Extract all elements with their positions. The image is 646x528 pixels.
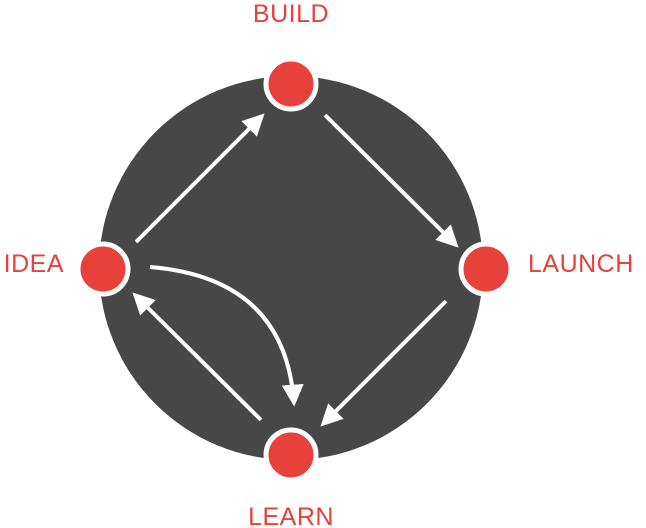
labels-layer: BUILD LAUNCH LEARN IDEA xyxy=(4,0,634,528)
edge-idea-to-build xyxy=(134,113,265,244)
label-learn: LEARN xyxy=(248,503,334,528)
edge-idea-to-learn-curved xyxy=(149,265,304,407)
label-idea: IDEA xyxy=(4,250,64,278)
nodes-layer xyxy=(75,56,514,483)
cycle-disc xyxy=(99,76,483,460)
edge-launch-to-learn xyxy=(320,299,448,427)
node-build xyxy=(263,56,319,112)
node-idea xyxy=(75,241,131,297)
edges-layer xyxy=(132,113,459,427)
label-launch: LAUNCH xyxy=(528,250,634,278)
label-build: BUILD xyxy=(253,0,329,28)
edge-build-to-launch xyxy=(323,113,459,248)
node-learn xyxy=(263,427,319,483)
edge-learn-to-idea xyxy=(132,292,263,422)
node-launch xyxy=(458,241,514,297)
